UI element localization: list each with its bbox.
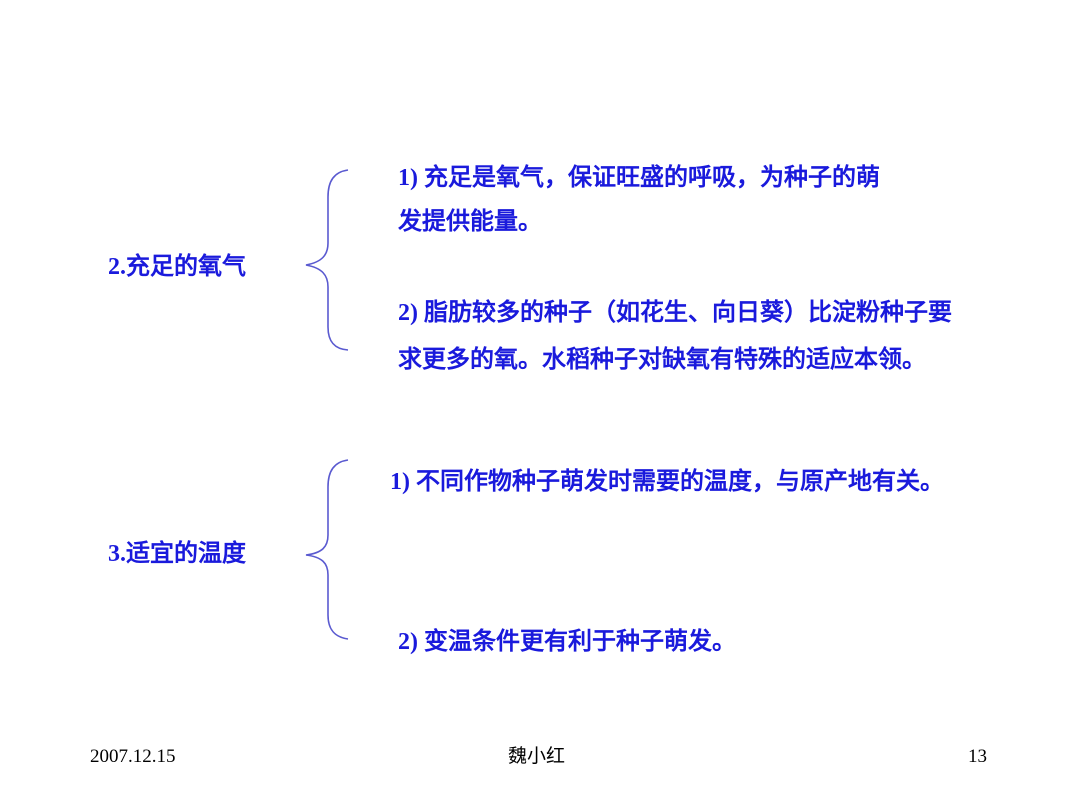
footer-author: 魏小红 xyxy=(508,746,566,767)
footer-page-number: 13 xyxy=(968,746,987,767)
oxygen-item-2-line-2: 求更多的氧。水稻种子对缺氧有特殊的适应本领。 xyxy=(398,347,926,373)
left-brace-temperature xyxy=(305,459,349,640)
left-brace-oxygen xyxy=(305,169,349,351)
footer-date: 2007.12.15 xyxy=(90,746,176,767)
topic-oxygen: 2.充足的氧气 xyxy=(108,254,246,280)
topic-temperature: 3.适宜的温度 xyxy=(108,541,246,567)
oxygen-item-1-line-1: 1) 充足是氧气，保证旺盛的呼吸，为种子的萌 xyxy=(398,165,880,191)
temperature-item-2: 2) 变温条件更有利于种子萌发。 xyxy=(398,629,736,655)
oxygen-item-1-line-2: 发提供能量。 xyxy=(398,209,542,235)
oxygen-item-2-line-1: 2) 脂肪较多的种子（如花生、向日葵）比淀粉种子要 xyxy=(398,300,952,326)
temperature-item-1: 1) 不同作物种子萌发时需要的温度，与原产地有关。 xyxy=(390,469,944,495)
